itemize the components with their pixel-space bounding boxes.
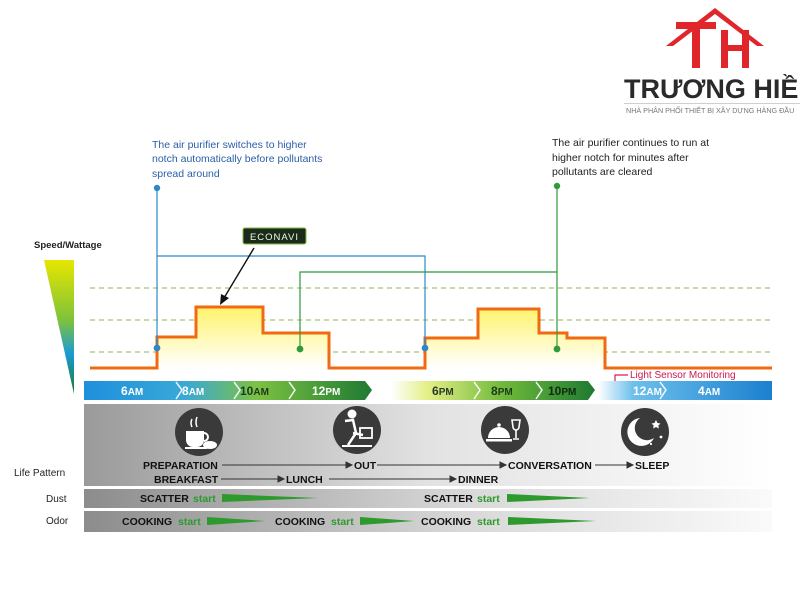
event-dinner: DINNER bbox=[458, 474, 499, 486]
svg-text:The air purifier switches to h: The air purifier switches to higher bbox=[152, 139, 307, 151]
dust-event-2: SCATTER start bbox=[424, 493, 590, 505]
time-6pm: 6PM bbox=[432, 384, 454, 398]
svg-text:COOKING: COOKING bbox=[421, 516, 471, 528]
dinner-cloche-icon bbox=[481, 406, 529, 454]
econavi-badge: ECONAVI bbox=[220, 227, 307, 305]
power-line bbox=[90, 305, 772, 370]
life-pattern-arrows bbox=[221, 461, 635, 483]
logo-name: TRƯƠNG HIỀN bbox=[624, 73, 800, 104]
svg-text:start: start bbox=[477, 516, 500, 528]
note-right: The air purifier continues to run at hig… bbox=[552, 137, 709, 178]
svg-text:start: start bbox=[178, 516, 201, 528]
svg-text:COOKING: COOKING bbox=[122, 516, 172, 528]
svg-text:start: start bbox=[193, 493, 216, 505]
green-marker-dot-2 bbox=[553, 345, 561, 353]
time-4am: 4AM bbox=[698, 384, 720, 398]
time-12pm: 12PM bbox=[312, 384, 340, 398]
blue-marker-dot-1 bbox=[153, 344, 161, 352]
time-10am: 10AM bbox=[240, 384, 269, 398]
svg-text:The air purifier continues to: The air purifier continues to run at bbox=[552, 137, 709, 149]
time-8pm: 8PM bbox=[491, 384, 513, 398]
brand-logo: TRƯƠNG HIỀN NHÀ PHÂN PHỐI THIẾT BỊ XÂY D… bbox=[624, 8, 800, 115]
odor-event-1: COOKING start bbox=[122, 516, 265, 528]
row-label-dust: Dust bbox=[46, 494, 67, 505]
person-out-icon bbox=[333, 406, 381, 454]
dust-row-panel bbox=[84, 489, 772, 508]
row-label-odor: Odor bbox=[46, 516, 69, 527]
svg-text:start: start bbox=[477, 493, 500, 505]
logo-tagline: NHÀ PHÂN PHỐI THIẾT BỊ XÂY DỰNG HÀNG ĐẦU bbox=[626, 105, 794, 115]
timeline-night-bar bbox=[598, 381, 772, 400]
time-8am: 8AM bbox=[182, 384, 204, 398]
event-conversation: CONVERSATION bbox=[508, 460, 592, 472]
event-sleep: SLEEP bbox=[635, 460, 669, 472]
svg-text:higher notch for minutes after: higher notch for minutes after bbox=[552, 152, 689, 164]
speed-level-lines bbox=[90, 287, 772, 353]
odor-event-2: COOKING start bbox=[275, 516, 414, 528]
svg-text:spread around: spread around bbox=[152, 168, 220, 180]
green-marker-dot-top bbox=[553, 182, 561, 190]
speed-wattage-label: Speed/Wattage bbox=[34, 240, 102, 251]
note-left: The air purifier switches to higher notc… bbox=[152, 139, 322, 180]
coffee-breakfast-icon bbox=[175, 408, 223, 456]
svg-text:start: start bbox=[331, 516, 354, 528]
svg-text:Light Sensor Monitoring: Light Sensor Monitoring bbox=[630, 370, 736, 381]
row-label-life-pattern: Life Pattern bbox=[14, 468, 65, 479]
time-6am: 6AM bbox=[121, 384, 143, 398]
svg-text:SCATTER: SCATTER bbox=[424, 493, 473, 505]
odor-row-panel bbox=[84, 511, 772, 532]
event-breakfast: BREAKFAST bbox=[154, 474, 219, 486]
time-10pm: 10PM bbox=[548, 384, 576, 398]
svg-text:ECONAVI: ECONAVI bbox=[250, 232, 299, 243]
event-lunch: LUNCH bbox=[286, 474, 323, 486]
odor-event-3: COOKING start bbox=[421, 516, 596, 528]
blue-marker bbox=[156, 188, 426, 348]
svg-text:SCATTER: SCATTER bbox=[140, 493, 189, 505]
green-marker-dot-1 bbox=[296, 345, 304, 353]
svg-text:COOKING: COOKING bbox=[275, 516, 325, 528]
blue-marker-dot-2 bbox=[421, 344, 429, 352]
speed-wedge bbox=[44, 260, 74, 394]
moon-stars-icon bbox=[621, 408, 669, 456]
timeline-evening-bar bbox=[391, 381, 595, 400]
blue-marker-dot-top bbox=[153, 184, 161, 192]
dust-event-1: SCATTER start bbox=[140, 493, 318, 505]
green-marker bbox=[299, 186, 558, 349]
timeline-day-bar bbox=[84, 381, 372, 400]
event-preparation: PREPARATION bbox=[143, 460, 218, 472]
time-12am: 12AM bbox=[633, 384, 662, 398]
svg-text:notch automatically before pol: notch automatically before pollutants bbox=[152, 153, 322, 165]
power-fill bbox=[157, 307, 605, 368]
event-out: OUT bbox=[354, 460, 377, 472]
svg-text:pollutants are cleared: pollutants are cleared bbox=[552, 166, 653, 178]
